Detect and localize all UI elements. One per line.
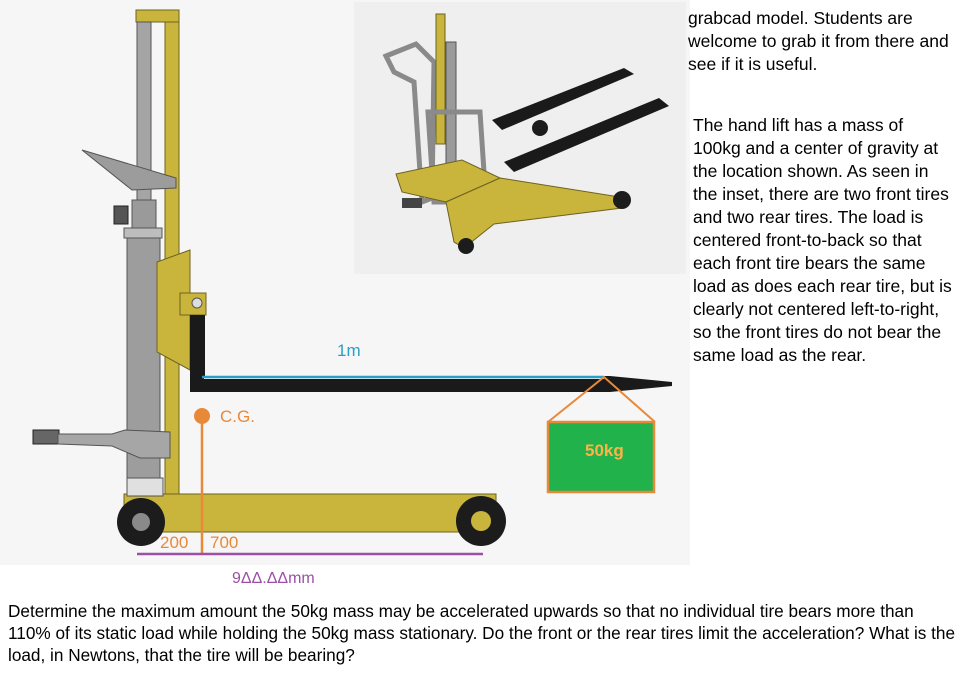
adjust-knob xyxy=(113,205,129,225)
rear-wheel-hub xyxy=(132,513,150,531)
mass-label: 50kg xyxy=(585,441,624,460)
foot-pedal xyxy=(32,429,60,445)
pedal-arm xyxy=(57,429,171,459)
dimension-wheelbase-label: 9ΔΔ.ΔΔmm xyxy=(232,570,315,587)
inset-fork-upper xyxy=(492,68,634,130)
cg-marker xyxy=(194,408,210,424)
lift-inset-view xyxy=(354,2,686,274)
inset-pedal xyxy=(402,198,422,208)
lift-drawing xyxy=(32,9,672,556)
inset-wheel-fork xyxy=(532,120,548,136)
dimension-front-label: 200 xyxy=(160,533,189,552)
handle-plate xyxy=(81,149,177,191)
inset-fork-lower xyxy=(504,98,669,172)
inset-mast-frame xyxy=(382,41,437,206)
inset-wheel-front xyxy=(613,191,631,209)
mass-block xyxy=(546,420,656,494)
problem-question: Determine the maximum amount the 50kg ma… xyxy=(8,601,956,665)
gray-mast-collar xyxy=(123,227,163,239)
grabcad-note: grabcad model. Students are welcome to g… xyxy=(688,8,949,74)
carriage-bolt xyxy=(191,297,203,309)
inset-drawing xyxy=(382,13,669,254)
inset-base-leg xyxy=(445,177,627,249)
problem-description: The hand lift has a mass of 100kg and a … xyxy=(693,115,952,365)
base-box xyxy=(126,477,164,497)
front-wheel-hub xyxy=(471,511,491,531)
cg-label: C.G. xyxy=(220,407,255,426)
base-frame xyxy=(123,493,497,533)
dimension-rear-label: 700 xyxy=(210,533,239,552)
mass-sling xyxy=(547,375,656,423)
inset-wheel-rear xyxy=(458,238,474,254)
dimension-1m-label: 1m xyxy=(337,341,361,360)
mast-top-cap xyxy=(135,9,180,23)
inset-yellow-mast xyxy=(435,13,446,145)
